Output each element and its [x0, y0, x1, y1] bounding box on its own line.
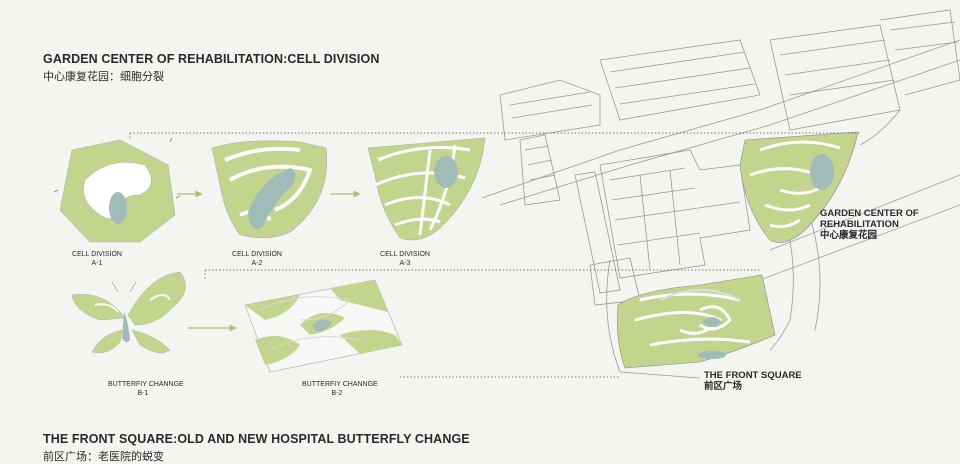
map-label-garden: GARDEN CENTER OF REHABILITATION 中心康复花园: [820, 208, 919, 241]
caption-a3: CELL DIVISION A-3: [380, 250, 430, 268]
diagram-a2-shape: [211, 140, 327, 239]
diagram-a1-shape: [53, 137, 181, 243]
caption-a2-code: A-2: [251, 260, 263, 267]
heading-cell-division-cn: 中心康复花园：细胞分裂: [43, 71, 164, 83]
caption-a2-title: CELL DIVISION: [232, 251, 282, 258]
site-plan: [481, 9, 960, 379]
leader-lines: [129, 132, 860, 378]
garden-plan: [739, 131, 859, 243]
diagram-b1-shape: [71, 271, 186, 354]
caption-b2-code: B-2: [331, 390, 343, 397]
map-label-garden-cn: 中心康复花园: [820, 230, 878, 241]
map-label-front-square-cn: 前区广场: [704, 381, 743, 392]
map-label-garden-en-1: GARDEN CENTER OF: [820, 208, 919, 219]
front-square-plan: [617, 274, 776, 369]
caption-a1-title: CELL DIVISION: [72, 251, 122, 258]
caption-b1: BUTTERFIY CHANNGE B-1: [108, 380, 184, 398]
diagram-a3-shape: [367, 137, 486, 241]
caption-a1-code: A-1: [91, 260, 103, 267]
caption-b2-title: BUTTERFIY CHANNGE: [302, 381, 378, 388]
caption-a3-code: A-3: [399, 260, 411, 267]
caption-a1: CELL DIVISION A-1: [72, 250, 122, 268]
map-label-garden-en-2: REHABILITATION: [820, 219, 899, 230]
caption-a3-title: CELL DIVISION: [380, 251, 430, 258]
caption-b1-title: BUTTERFIY CHANNGE: [108, 381, 184, 388]
map-label-front-square-en: THE FRONT SQUARE: [704, 370, 802, 381]
diagram-b2-shape: [244, 279, 403, 373]
map-label-front-square: THE FRONT SQUARE 前区广场: [704, 370, 802, 392]
heading-butterfly-cn: 前区广场：老医院的蜕变: [43, 451, 164, 463]
caption-b2: BUTTERFIY CHANNGE B-2: [302, 380, 378, 398]
heading-cell-division-en: GARDEN CENTER OF REHABILITATION:CELL DIV…: [43, 52, 380, 66]
heading-butterfly-en: THE FRONT SQUARE:OLD AND NEW HOSPITAL BU…: [43, 432, 470, 446]
caption-b1-code: B-1: [137, 390, 149, 397]
caption-a2: CELL DIVISION A-2: [232, 250, 282, 268]
